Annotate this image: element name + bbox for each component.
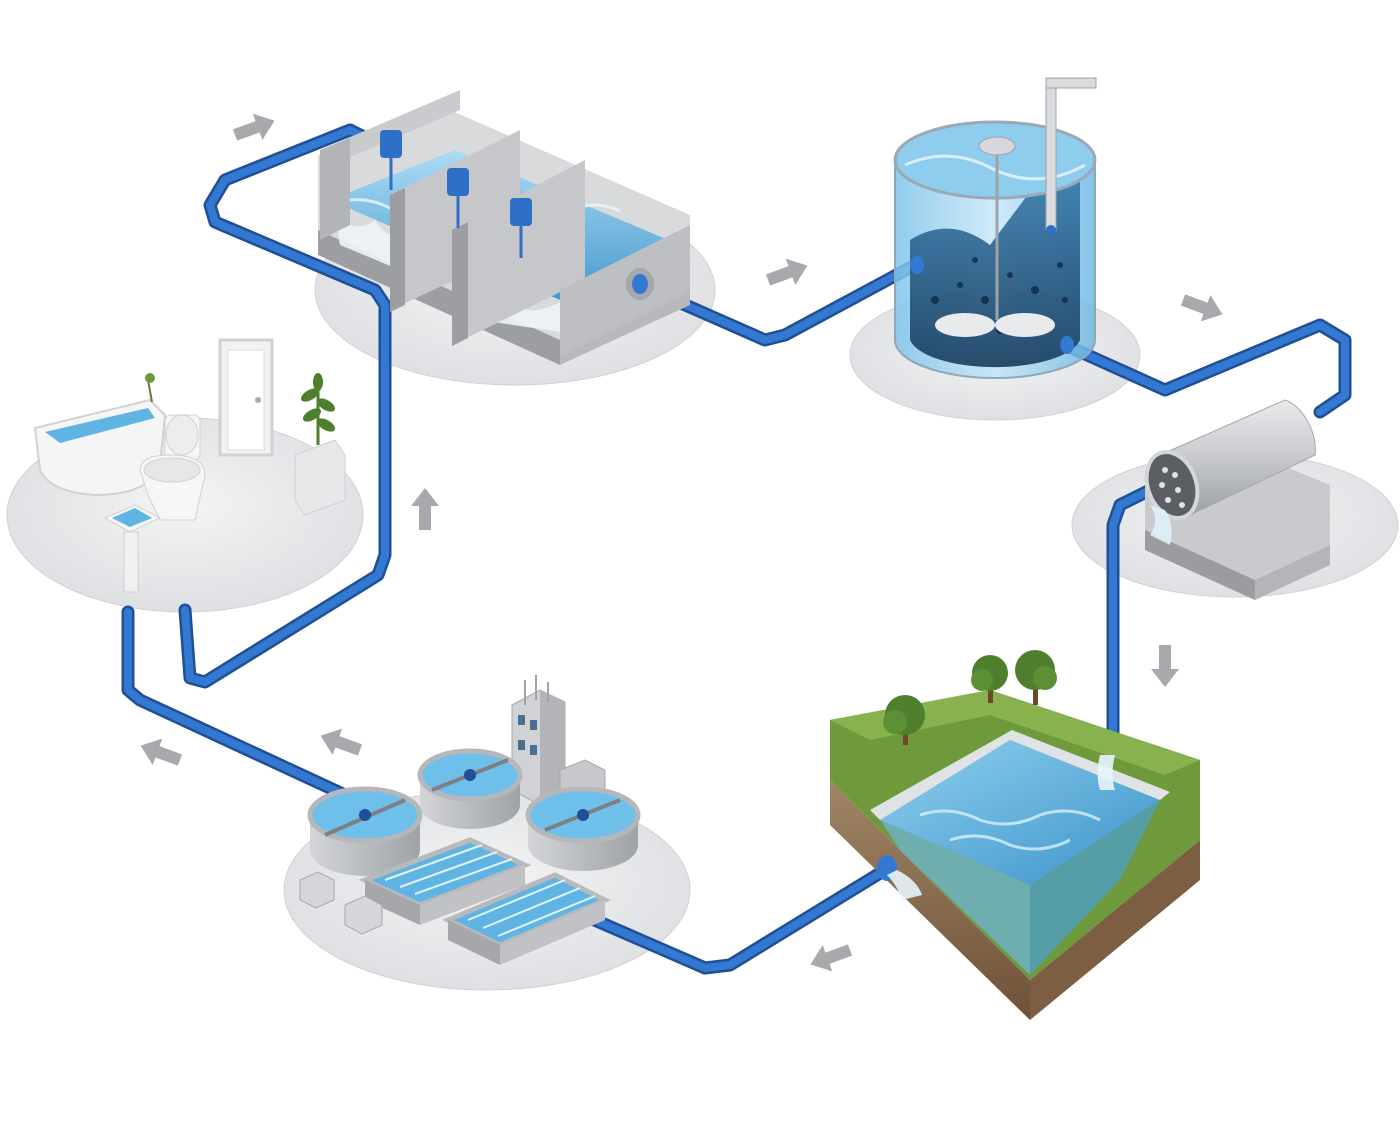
aeration-tank — [893, 77, 1097, 379]
aeration-basin — [441, 872, 611, 965]
arrow-icon — [1151, 645, 1179, 687]
aeration-basin — [358, 837, 532, 925]
pipe-network — [121, 123, 1352, 975]
arrow-icon — [320, 728, 363, 756]
treatment-plant — [299, 675, 641, 965]
arrow-icon — [411, 488, 439, 530]
clarifier-tank — [525, 786, 641, 871]
arrow-icon — [232, 113, 275, 141]
household — [33, 338, 346, 593]
tree-icon — [883, 695, 925, 745]
reservoir — [830, 650, 1200, 1020]
filter-unit — [1144, 399, 1330, 600]
mixer-icon — [380, 130, 402, 158]
tree-icon — [1015, 650, 1057, 705]
reservoir-water — [880, 740, 1160, 885]
control-building — [511, 675, 606, 806]
toilet — [139, 414, 206, 521]
clarifier-tank — [307, 786, 423, 876]
screening-channels — [318, 90, 690, 365]
plant-icon — [300, 373, 336, 432]
mixer-icon — [510, 198, 532, 226]
tree-icon — [971, 655, 1008, 703]
arrow-icon — [140, 738, 183, 766]
arrow-icon — [765, 258, 808, 286]
arrow-icon — [810, 944, 853, 972]
flow-arrows — [140, 113, 1223, 972]
mixer-icon — [447, 168, 469, 196]
sink — [103, 504, 162, 593]
arrow-icon — [1180, 294, 1223, 322]
filter-membrane-icon — [1144, 450, 1200, 520]
clarifier-tank — [417, 748, 523, 829]
